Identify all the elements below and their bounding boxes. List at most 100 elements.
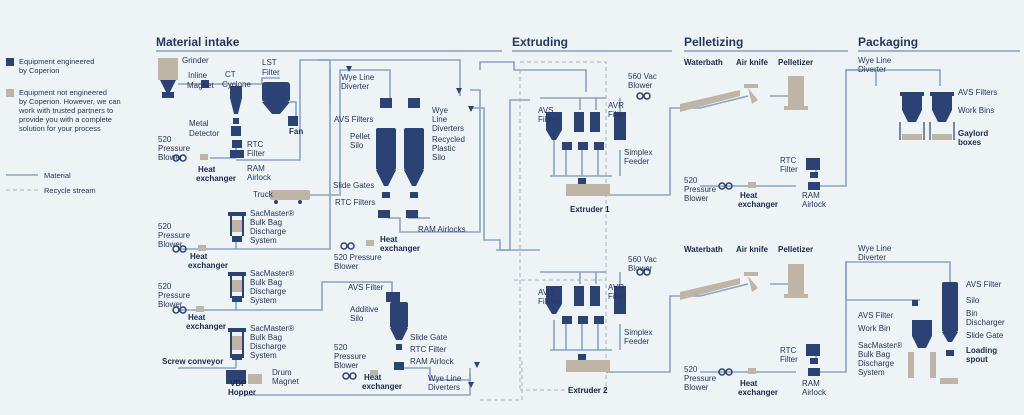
label-waterbath-1: Waterbath [684,58,723,67]
packaging-2-unit [908,282,958,384]
label-waterbath-2: Waterbath [684,245,723,254]
extruder-2-unit [546,268,651,372]
label-avs-k2b: AVS Filter [858,311,894,320]
label-pelletizer-1: Pelletizer [778,58,813,67]
label-slide-gate-k2: Slide Gate [966,331,1004,340]
legend-material-text: Material [44,171,71,180]
label-rtc-filters-b: RTC Filters [335,198,375,207]
legend-partner-swatch [6,89,14,97]
label-avs-k2: AVS Filter [966,280,1002,289]
blowers-misc [172,240,378,380]
legend-recycle-text: Recycle stream [44,186,96,195]
packaging-1-unit [899,92,955,140]
vdp-hopper [226,370,262,384]
section-packaging: Packaging [858,35,918,49]
label-silo-k2: Silo [966,296,980,305]
label-screw-conveyor: Screw conveyor [162,357,223,366]
sacmaster-1 [228,212,246,242]
label-pelletizer-2: Pelletizer [778,245,813,254]
label-ram-airlock-c: RAM Airlock [410,357,455,366]
material-pipes [178,59,951,396]
rtc-filter-a [230,140,244,158]
label-grinder: Grinder [182,56,209,65]
label-fan: Fan [289,127,303,136]
section-pelletizing: Pelletizing [684,35,743,49]
label-airknife-2: Air knife [736,245,769,254]
label-rtc-filter-c: RTC Filter [410,345,447,354]
legend-coperion-swatch [6,58,14,66]
label-airknife-1: Air knife [736,58,769,67]
pelletizing-2-unit [680,264,820,376]
label-avs-k1: AVS Filters [958,88,997,97]
label-work-bins-k1: Work Bins [958,106,994,115]
section-material-intake: Material intake [156,35,240,49]
wye-diverters [346,66,480,388]
grinder-unit [158,58,178,98]
legend-coperion-text: Equipment engineered by Coperion [19,57,97,75]
extruder-1-unit [546,92,651,196]
inline-magnet [201,80,209,88]
blower-a [172,154,208,162]
lst-filter [262,82,298,126]
label-work-bin-k2: Work Bin [858,324,890,333]
legend-partner-text: Equipment not engineered by Coperion. Ho… [18,88,123,133]
label-avs-filter-additive: AVS Filter [348,283,384,292]
sacmaster-3 [228,328,246,360]
sacmaster-2 [228,272,246,302]
additive-silo [386,292,408,370]
recycle-streams [480,61,607,401]
label-avs-filters-a: AVS Filters [334,115,373,124]
label-slide-gate-c: Slide Gate [410,333,448,342]
label-slide-gates: Slide Gates [333,181,374,190]
label-extruder-1: Extruder 1 [570,205,610,214]
section-extruding: Extruding [512,35,568,49]
label-extruder-2: Extruder 2 [568,386,608,395]
